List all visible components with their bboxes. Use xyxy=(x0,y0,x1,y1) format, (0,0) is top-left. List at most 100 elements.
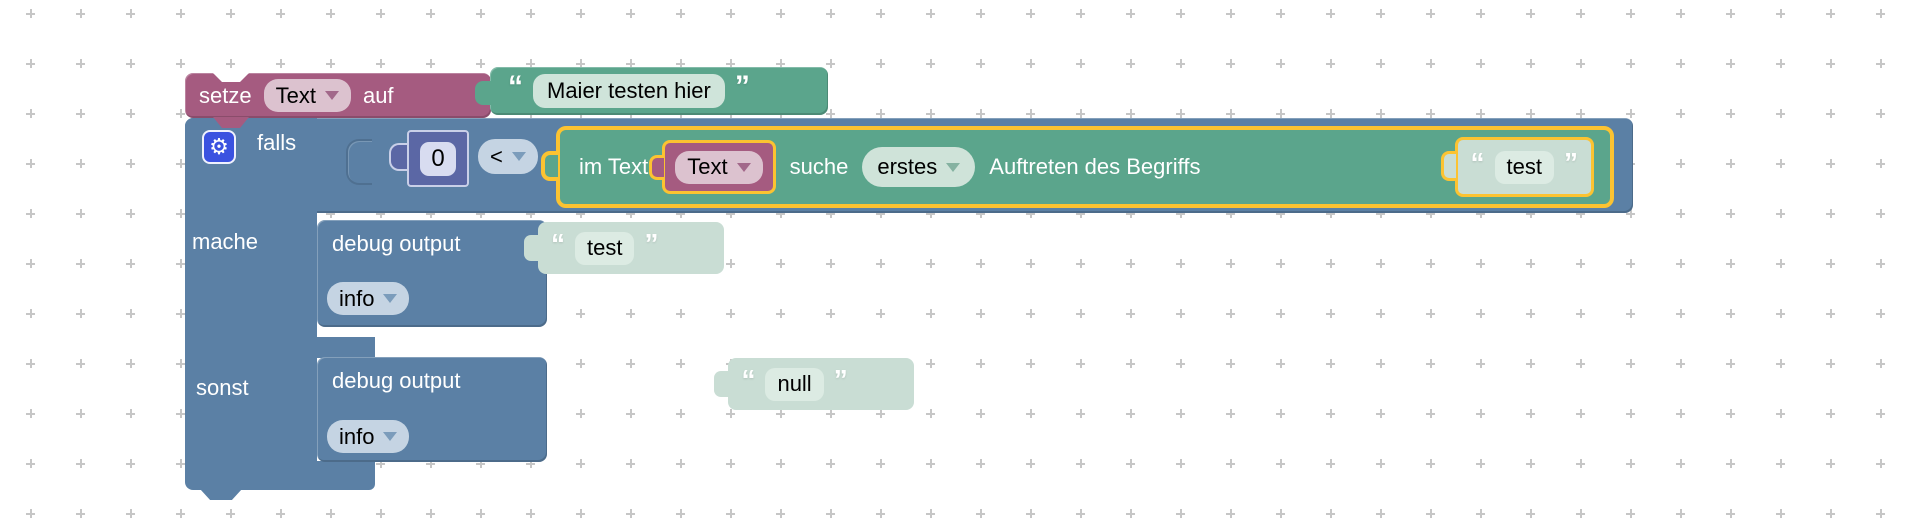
number-input[interactable]: 0 xyxy=(420,141,456,176)
grid-cross xyxy=(1576,309,1585,318)
mutator-gear-icon[interactable]: ⚙ xyxy=(202,130,236,164)
index-of-block[interactable]: im Text Text suche erstes Auftreten des … xyxy=(541,126,1614,208)
grid-cross xyxy=(676,309,685,318)
grid-cross xyxy=(826,59,835,68)
grid-cross xyxy=(126,9,135,18)
grid-cross xyxy=(1676,209,1685,218)
grid-cross xyxy=(1376,259,1385,268)
grid-cross xyxy=(1426,59,1435,68)
grid-cross xyxy=(826,509,835,518)
grid-cross xyxy=(1126,459,1135,468)
grid-cross xyxy=(176,509,185,518)
grid-cross xyxy=(476,509,485,518)
grid-cross xyxy=(1626,359,1635,368)
grid-cross xyxy=(276,59,285,68)
operator-dropdown[interactable]: < xyxy=(478,139,538,174)
grid-cross xyxy=(876,459,885,468)
string-text-input[interactable]: test xyxy=(575,231,635,265)
grid-cross xyxy=(1276,509,1285,518)
grid-cross xyxy=(1226,109,1235,118)
grid-cross xyxy=(726,409,735,418)
grid-cross xyxy=(676,9,685,18)
grid-cross xyxy=(1626,509,1635,518)
grid-cross xyxy=(126,59,135,68)
grid-cross xyxy=(726,309,735,318)
grid-cross xyxy=(1876,209,1885,218)
grid-cross xyxy=(1726,459,1735,468)
grid-cross xyxy=(1526,509,1535,518)
grid-cross xyxy=(1376,9,1385,18)
grid-cross xyxy=(1576,359,1585,368)
string-text-input[interactable]: Maier testen hier xyxy=(533,74,725,108)
grid-cross xyxy=(26,259,35,268)
debug-output-block[interactable]: debug output info xyxy=(317,220,547,327)
string-text-input[interactable]: null xyxy=(765,367,824,401)
string-shadow-block[interactable]: “ null ” xyxy=(714,358,915,410)
if-block-bottom-bar[interactable] xyxy=(317,461,375,490)
variable-get-block[interactable]: Text xyxy=(649,140,776,194)
grid-cross xyxy=(976,59,985,68)
grid-cross xyxy=(226,59,235,68)
variable-dropdown[interactable]: Text xyxy=(675,150,763,184)
grid-cross xyxy=(1476,259,1485,268)
grid-cross xyxy=(1726,9,1735,18)
string-text-value: test xyxy=(587,235,623,260)
grid-cross xyxy=(1826,459,1835,468)
grid-cross xyxy=(1026,509,1035,518)
grid-cross xyxy=(1826,209,1835,218)
grid-cross xyxy=(976,409,985,418)
grid-cross xyxy=(76,209,85,218)
number-block-body[interactable]: 0 xyxy=(407,130,469,187)
grid-cross xyxy=(1876,109,1885,118)
chevron-down-icon xyxy=(736,162,751,172)
grid-cross xyxy=(1776,259,1785,268)
grid-cross xyxy=(1076,9,1085,18)
grid-cross xyxy=(226,9,235,18)
search-term-block[interactable]: “ test ” xyxy=(1440,137,1594,197)
grid-cross xyxy=(1326,359,1335,368)
debug-output-block[interactable]: debug output info xyxy=(317,357,547,462)
search-term-input[interactable]: test xyxy=(1494,150,1554,184)
log-level-dropdown[interactable]: info xyxy=(327,420,410,453)
if-block-body[interactable] xyxy=(185,118,317,490)
string-literal-block[interactable]: “ Maier testen hier ” xyxy=(475,67,828,115)
grid-cross xyxy=(1426,9,1435,18)
open-quote-icon: “ xyxy=(508,70,523,103)
number-block[interactable]: 0 xyxy=(388,130,469,187)
grid-cross xyxy=(1376,309,1385,318)
grid-cross xyxy=(826,309,835,318)
chevron-down-icon xyxy=(324,91,339,100)
string-shadow-block[interactable]: “ test ” xyxy=(524,222,724,274)
grid-cross xyxy=(1226,259,1235,268)
occurrence-mode-dropdown[interactable]: erstes xyxy=(862,147,976,187)
output-tab xyxy=(389,143,409,171)
log-level-dropdown[interactable]: info xyxy=(327,282,410,315)
grid-cross xyxy=(1076,109,1085,118)
grid-cross xyxy=(1076,409,1085,418)
grid-cross xyxy=(776,259,785,268)
grid-cross xyxy=(1476,109,1485,118)
grid-cross xyxy=(476,9,485,18)
grid-cross xyxy=(1376,359,1385,368)
grid-cross xyxy=(1676,509,1685,518)
grid-cross xyxy=(1726,59,1735,68)
grid-cross xyxy=(276,9,285,18)
search-term-value: test xyxy=(1506,154,1542,179)
grid-cross xyxy=(26,209,35,218)
grid-cross xyxy=(1376,109,1385,118)
string-text-value: Maier testen hier xyxy=(547,78,711,103)
grid-cross xyxy=(1526,359,1535,368)
grid-cross xyxy=(626,409,635,418)
grid-cross xyxy=(826,259,835,268)
grid-cross xyxy=(1376,459,1385,468)
if-block-else-bar[interactable] xyxy=(317,337,375,358)
grid-cross xyxy=(26,59,35,68)
chevron-down-icon xyxy=(511,152,526,161)
grid-cross xyxy=(1376,59,1385,68)
grid-cross xyxy=(976,259,985,268)
grid-cross xyxy=(1176,459,1185,468)
grid-cross xyxy=(1076,509,1085,518)
grid-cross xyxy=(1126,509,1135,518)
variable-dropdown[interactable]: Text xyxy=(263,79,351,112)
